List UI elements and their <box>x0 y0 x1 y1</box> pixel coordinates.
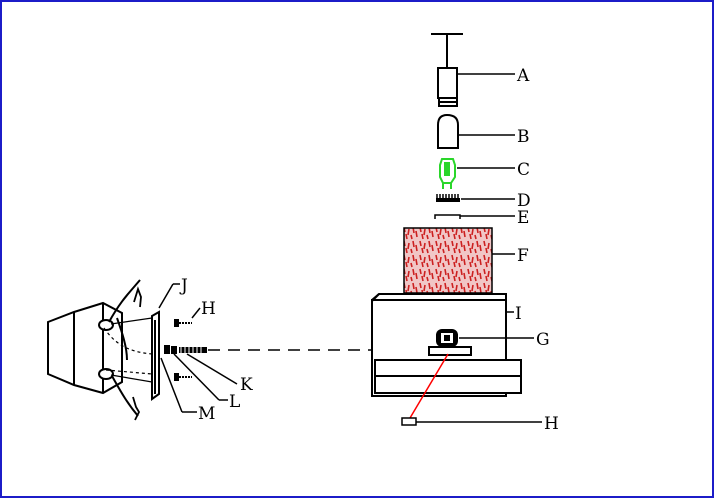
part-b-dome <box>437 113 459 149</box>
part-l-screw <box>174 373 192 381</box>
label-i: I <box>515 304 522 324</box>
part-g-knob <box>428 329 472 356</box>
part-h-screw-top <box>174 319 192 327</box>
label-g: G <box>536 330 550 350</box>
leader-line-j <box>158 283 174 309</box>
label-d: D <box>517 191 531 211</box>
label-h-bottom: H <box>544 414 559 434</box>
label-e: E <box>517 208 529 228</box>
part-c-bulb <box>439 158 456 189</box>
junction-box <box>47 279 141 417</box>
power-cord <box>409 353 449 419</box>
label-m: M <box>198 404 215 424</box>
leader-line-l <box>173 353 220 401</box>
label-c: C <box>517 160 530 180</box>
label-b: B <box>517 127 530 147</box>
label-h-top: H <box>201 299 216 319</box>
label-k: K <box>240 375 253 395</box>
part-j-plate <box>151 310 160 401</box>
part-a-cap <box>431 33 463 107</box>
part-e-washer <box>434 214 461 219</box>
part-k-bolt <box>164 345 207 354</box>
label-l: L <box>229 392 240 412</box>
leader-line-k <box>186 353 238 385</box>
wire-leads <box>103 317 153 383</box>
label-a: A <box>516 66 530 86</box>
part-d-ring <box>436 194 460 202</box>
part-h-plug <box>401 417 417 426</box>
leader-line-m <box>160 357 183 413</box>
label-j: J <box>179 276 188 296</box>
label-f: F <box>517 246 529 266</box>
leader-line-h-top <box>191 307 201 319</box>
wire-end-top <box>133 286 142 308</box>
part-f-shade <box>403 227 493 294</box>
wire-end-bottom <box>132 396 141 421</box>
